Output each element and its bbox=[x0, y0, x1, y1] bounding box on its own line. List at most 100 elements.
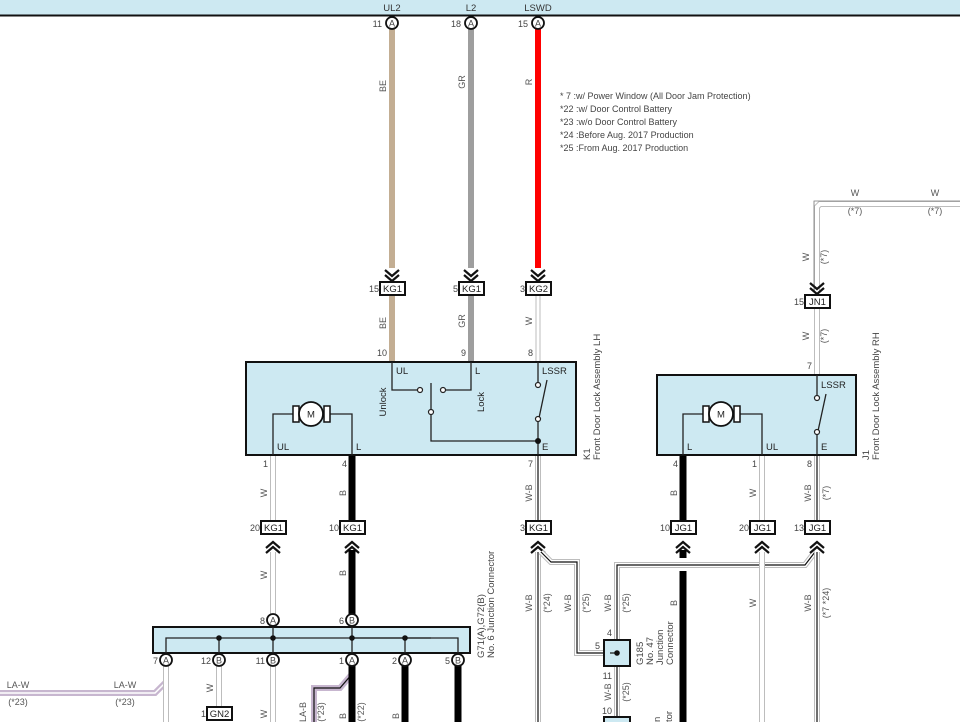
svg-text:3: 3 bbox=[520, 523, 525, 533]
svg-text:Junction: Junction bbox=[655, 630, 666, 665]
svg-text:8: 8 bbox=[260, 616, 265, 626]
svg-text:7: 7 bbox=[153, 656, 158, 666]
svg-text:A: A bbox=[468, 19, 474, 29]
svg-text:G71(A),G72(B): G71(A),G72(B) bbox=[476, 594, 487, 658]
svg-text:12: 12 bbox=[201, 656, 211, 666]
svg-text:B: B bbox=[270, 656, 276, 666]
header-pin-ul2: 11 A bbox=[373, 16, 399, 30]
svg-text:UL: UL bbox=[766, 442, 778, 453]
wire-label-w: W bbox=[851, 188, 860, 198]
connector-jg1-10: 10 JG1 bbox=[660, 520, 697, 535]
chevron-up-icon bbox=[808, 540, 826, 555]
wire-label-c25: (*25) bbox=[581, 593, 591, 613]
g71-bottom-pin-2a: 2 A bbox=[392, 653, 412, 667]
wire-label-gr: GR bbox=[457, 314, 467, 328]
svg-text:B: B bbox=[349, 616, 355, 626]
svg-text:L: L bbox=[356, 442, 361, 453]
svg-text:L: L bbox=[475, 366, 480, 377]
svg-text:1: 1 bbox=[201, 709, 206, 719]
note-23: *23 :w/o Door Control Battery bbox=[560, 117, 678, 127]
wire-label-c7: (*7) bbox=[819, 250, 829, 265]
svg-text:Front Door Lock Assembly LH: Front Door Lock Assembly LH bbox=[592, 334, 603, 460]
wire-label-w: W bbox=[524, 316, 534, 325]
svg-text:L: L bbox=[687, 442, 692, 453]
wire-label-c25: (*25) bbox=[621, 682, 631, 702]
wire-label-b: B bbox=[338, 570, 348, 576]
header-pin-l2: 18 A bbox=[451, 16, 478, 30]
wire-label-c23: (*23) bbox=[115, 697, 135, 707]
wire-label-lab: LA-B bbox=[298, 702, 308, 722]
motor-icon bbox=[708, 401, 734, 427]
connector-jg1-20: 20 JG1 bbox=[739, 520, 776, 535]
chevron-down-icon bbox=[462, 268, 480, 283]
note-7: * 7 :w/ Power Window (All Door Jam Prote… bbox=[560, 91, 751, 101]
svg-text:1: 1 bbox=[752, 459, 757, 469]
svg-text:M: M bbox=[717, 410, 725, 421]
svg-text:LSSR: LSSR bbox=[542, 366, 567, 377]
wire-label-wb: W-B bbox=[563, 594, 573, 611]
note-22: *22 :w/ Door Control Battery bbox=[560, 104, 673, 114]
svg-text:JG1: JG1 bbox=[754, 523, 771, 534]
svg-text:7: 7 bbox=[807, 361, 812, 371]
g71-bottom-pin-11b: 11 B bbox=[256, 653, 280, 667]
svg-text:B: B bbox=[216, 656, 222, 666]
g71-bottom-pin-1a: 1 A bbox=[339, 653, 359, 667]
svg-text:20: 20 bbox=[739, 523, 749, 533]
notes-legend: * 7 :w/ Power Window (All Door Jam Prote… bbox=[560, 91, 751, 153]
header-band: UL2 L2 LSWD bbox=[0, 0, 960, 17]
wire-label-c7: (*7) bbox=[819, 329, 829, 344]
wire-label-wb: W-B bbox=[603, 594, 613, 611]
svg-text:KG1: KG1 bbox=[383, 284, 402, 295]
svg-text:15: 15 bbox=[369, 284, 379, 294]
wire-label-r: R bbox=[524, 78, 534, 85]
svg-text:2: 2 bbox=[392, 656, 397, 666]
wire-w-7-top bbox=[813, 200, 960, 292]
g71-top-pin-6b: 6 B bbox=[339, 613, 359, 627]
g71-top-pin-8a: 8 A bbox=[260, 613, 280, 627]
header-signal-l2: L2 bbox=[466, 3, 477, 14]
wire-label-law: LA-W bbox=[114, 680, 137, 690]
svg-text:A: A bbox=[349, 656, 355, 666]
chevron-up-icon bbox=[264, 540, 282, 555]
wire-label-be: BE bbox=[378, 80, 388, 92]
component-g71-label: G71(A),G72(B) No. 6 Junction Connector bbox=[476, 551, 497, 658]
note-24: *24 :Before Aug. 2017 Production bbox=[560, 130, 694, 140]
component-g185: 4 5 11 10 G185 No. 47 Junction Connector bbox=[595, 621, 676, 716]
partial-label: tor bbox=[664, 711, 675, 722]
svg-text:GN2: GN2 bbox=[210, 709, 230, 720]
wire-label-c23: (*23) bbox=[8, 697, 28, 707]
svg-text:Unlock: Unlock bbox=[378, 387, 389, 416]
svg-text:20: 20 bbox=[250, 523, 260, 533]
svg-text:A: A bbox=[402, 656, 408, 666]
svg-text:13: 13 bbox=[794, 523, 804, 533]
svg-text:10: 10 bbox=[660, 523, 670, 533]
component-g71-g72 bbox=[152, 626, 471, 654]
connector-jg1-13: 13 JG1 bbox=[794, 520, 831, 535]
svg-text:11: 11 bbox=[256, 656, 265, 666]
svg-text:3: 3 bbox=[520, 284, 525, 294]
svg-text:JN1: JN1 bbox=[809, 297, 826, 308]
chevron-up-icon bbox=[753, 540, 771, 555]
svg-text:JG1: JG1 bbox=[675, 523, 692, 534]
connector-kg1-10: 10 KG1 bbox=[329, 520, 366, 535]
header-pin-lswd: 15 A bbox=[518, 16, 545, 30]
wire-label-wb: W-B bbox=[803, 594, 813, 611]
svg-text:G185: G185 bbox=[635, 642, 646, 665]
svg-text:8: 8 bbox=[528, 348, 533, 358]
svg-text:5: 5 bbox=[445, 656, 450, 666]
connector-kg1-20: 20 KG1 bbox=[250, 520, 287, 535]
wire-label-w: W bbox=[259, 488, 269, 497]
wire-label-be: BE bbox=[378, 317, 388, 329]
svg-text:6: 6 bbox=[339, 616, 344, 626]
wire-label-w: W bbox=[931, 188, 940, 198]
svg-text:K1: K1 bbox=[582, 448, 593, 460]
wire-label-c25: (*25) bbox=[621, 593, 631, 613]
chevron-down-icon bbox=[529, 268, 547, 283]
svg-text:4: 4 bbox=[342, 459, 347, 469]
svg-text:10: 10 bbox=[329, 523, 339, 533]
motor-icon bbox=[298, 401, 324, 427]
wire-label-c24: (*24) bbox=[542, 593, 552, 613]
wire-label-b: B bbox=[338, 490, 348, 496]
connector-lower-partial bbox=[603, 716, 631, 722]
connector-kg1-5: 5 KG1 bbox=[453, 281, 485, 296]
